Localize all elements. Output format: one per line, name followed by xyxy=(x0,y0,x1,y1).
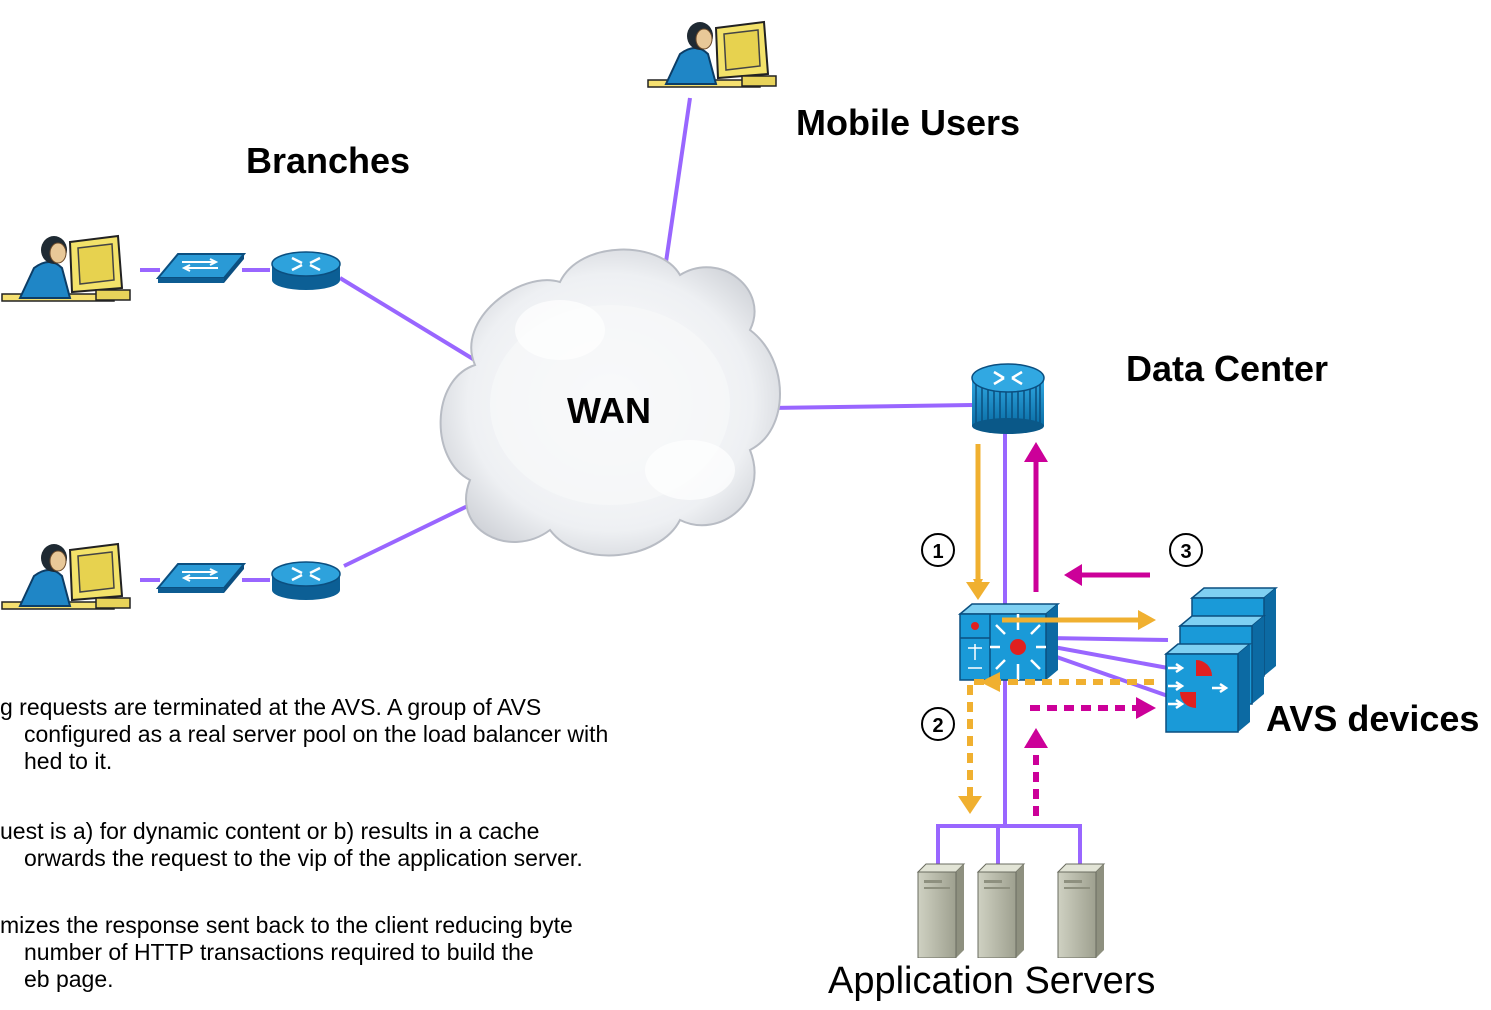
description-line: orwards the request to the vip of the ap… xyxy=(24,845,583,871)
step-number: 2 xyxy=(932,715,943,737)
request-arrow-2-head xyxy=(958,796,982,814)
app-server-icon xyxy=(917,863,965,958)
request-arrow-2 xyxy=(967,679,1154,798)
step-badge-1: 1 xyxy=(921,533,955,567)
avs-devices-label: AVS devices xyxy=(1266,698,1480,739)
step-badge-2: 2 xyxy=(921,707,955,741)
data-center-label: Data Center xyxy=(1126,348,1329,389)
step-number: 1 xyxy=(932,541,943,563)
branch2-user-icon xyxy=(1,543,131,610)
link-core-avs1 xyxy=(1047,636,1169,642)
link-core-avs3 xyxy=(1047,652,1169,698)
mobile-user-icon xyxy=(647,21,777,88)
application-servers-label: Application Servers xyxy=(828,960,1156,1002)
wan-label: WAN xyxy=(567,390,651,431)
description-line: configured as a real server pool on the … xyxy=(24,721,609,747)
description-line: g requests are terminated at the AVS. A … xyxy=(0,694,542,720)
branch2-router-icon xyxy=(270,560,342,602)
description-line: eb page. xyxy=(24,966,114,992)
description-step-3: mizes the response sent back to the clie… xyxy=(0,912,573,993)
description-step-1: g requests are terminated at the AVS. A … xyxy=(0,694,608,775)
response-arrow-to-avs-head xyxy=(1136,697,1156,719)
link-core-avs2 xyxy=(1047,644,1169,670)
app-server-icon xyxy=(977,863,1025,958)
step-number: 3 xyxy=(1180,541,1191,563)
load-balancer-switch-icon xyxy=(957,603,1061,681)
flow-arrows xyxy=(958,442,1156,816)
step-badge-3: 3 xyxy=(1169,533,1203,567)
response-arrow-server-up-head xyxy=(1024,728,1048,748)
datacenter-router-icon xyxy=(971,363,1045,434)
description-line: mizes the response sent back to the clie… xyxy=(0,912,573,938)
description-line: number of HTTP transactions required to … xyxy=(24,939,534,965)
branches-label: Branches xyxy=(246,140,411,181)
branch2-switch-icon xyxy=(156,562,246,595)
wan-cloud xyxy=(439,248,781,557)
avs-front-glyph xyxy=(1168,660,1229,710)
description-line: uest is a) for dynamic content or b) res… xyxy=(0,818,540,844)
mobile-users-label: Mobile Users xyxy=(796,102,1021,143)
avs-devices xyxy=(1165,587,1277,733)
link-wan-datacenter xyxy=(769,403,973,410)
branch1-user-icon xyxy=(1,235,131,302)
request-arrow-2-back-head xyxy=(980,672,1000,692)
response-arrow-3-head xyxy=(1064,564,1082,586)
link-branch2-wan xyxy=(343,498,481,568)
network-links xyxy=(140,97,1169,872)
request-arrow-to-avs-head xyxy=(1138,610,1156,630)
response-arrow-up-head xyxy=(1024,442,1048,462)
link-mobile-wan xyxy=(664,97,692,263)
branch1-router-icon xyxy=(270,250,342,292)
link-server-bus xyxy=(936,824,1082,872)
description-line: hed to it. xyxy=(24,748,113,774)
request-arrow-1-head xyxy=(966,582,990,600)
description-step-2: uest is a) for dynamic content or b) res… xyxy=(0,818,583,872)
branch1-switch-icon xyxy=(156,252,246,285)
app-server-icon xyxy=(1057,863,1105,958)
link-branch1-wan xyxy=(338,276,480,364)
